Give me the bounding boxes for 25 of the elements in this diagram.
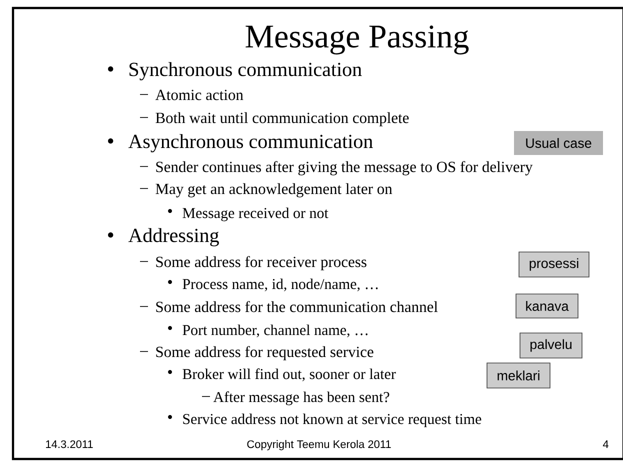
bullet-text: Some address for the communication channel	[156, 301, 438, 312]
tag-box: meklari	[486, 362, 550, 388]
bullet-text: Sender continues after giving the message to OS for delivery	[156, 161, 533, 176]
bullet-text: Process name, id, node/name, …	[182, 278, 378, 292]
tag-box: prosessi	[518, 252, 590, 278]
bullet-text: Atomic action	[155, 90, 244, 100]
footer-date: 14.3.2011	[46, 440, 93, 448]
footer-text: Copyright Teemu Kerola 2011	[247, 440, 391, 450]
bullet-text: May get an acknowledgement later on	[156, 183, 392, 198]
tag-box: kanava	[516, 294, 578, 318]
bullet-text: Some address for receiver process	[156, 256, 366, 270]
bullet-text: Both wait until communication complete	[156, 112, 409, 126]
bullet-text: Broker will find out, sooner or later	[182, 368, 396, 382]
page-number: 4	[602, 440, 608, 448]
bullet-text: Synchronous communication	[130, 62, 362, 80]
bullet-text: Asynchronous communication	[128, 134, 373, 152]
slide-title: Message Passing	[246, 26, 469, 54]
bullet-text: Addressing	[128, 228, 219, 246]
tag-box: Usual case	[514, 131, 603, 155]
bullet-text: Message received or not	[182, 208, 328, 222]
tag-box: palvelu	[520, 332, 582, 358]
bullet-text: Port number, channel name, …	[182, 324, 368, 338]
bullet-text: Service address not known at service request time	[183, 414, 482, 428]
bullet-text: Some address for requested service	[156, 346, 374, 360]
bullet-text: After message has been sent?	[213, 391, 390, 406]
